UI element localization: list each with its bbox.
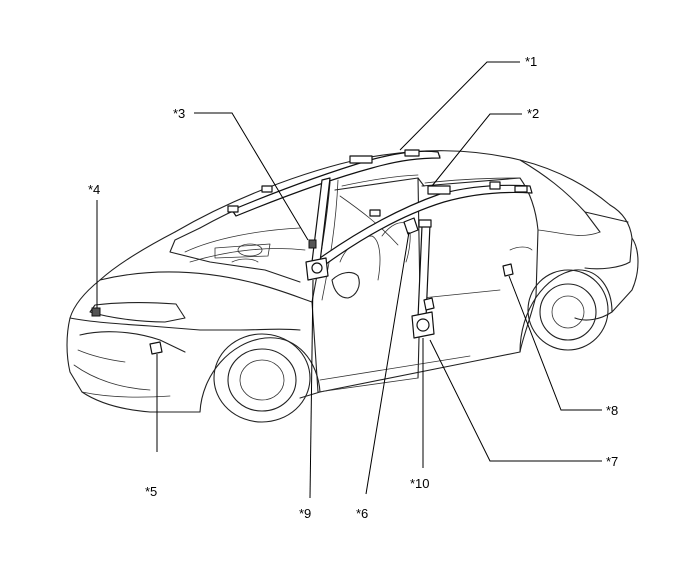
leader-line-8 xyxy=(508,275,602,411)
leader-line-9 xyxy=(309,279,314,499)
callout-6: *6 xyxy=(356,506,368,521)
callout-9: *9 xyxy=(299,506,311,521)
leader-line-3 xyxy=(194,112,309,241)
leader-line-1 xyxy=(399,61,520,151)
curtain-shield-airbag-right xyxy=(227,149,441,217)
front-seat-belt-pretensioner-right xyxy=(305,177,331,281)
side-airbag-sensor-component xyxy=(403,217,419,235)
leader-lines xyxy=(96,61,602,499)
front-airbag-sensor-center-component xyxy=(149,341,163,355)
front-airbag-sensor-left-component xyxy=(91,307,101,317)
callout-4: *4 xyxy=(88,182,100,197)
curtain-shield-airbag-left xyxy=(319,181,533,265)
callout-2: *2 xyxy=(527,106,539,121)
callout-8: *8 xyxy=(606,403,618,418)
callout-3: *3 xyxy=(173,106,185,121)
car-outline xyxy=(66,150,639,423)
leader-line-2 xyxy=(431,113,522,187)
rear-seat-belt-pretensioner-component xyxy=(411,219,435,339)
callout-labels: *1 *2 *3 *4 *5 *6 *7 *8 *9 *10 xyxy=(88,54,618,521)
leader-line-6 xyxy=(365,231,410,495)
callout-5: *5 xyxy=(145,484,157,499)
callout-1: *1 xyxy=(525,54,537,69)
callout-7: *7 xyxy=(606,454,618,469)
rear-airbag-sensor-component xyxy=(423,297,435,311)
front-airbag-sensor-right xyxy=(308,239,317,249)
door-side-airbag-sensor-component xyxy=(502,263,514,277)
callout-10: *10 xyxy=(410,476,430,491)
leader-line-7 xyxy=(429,339,602,462)
